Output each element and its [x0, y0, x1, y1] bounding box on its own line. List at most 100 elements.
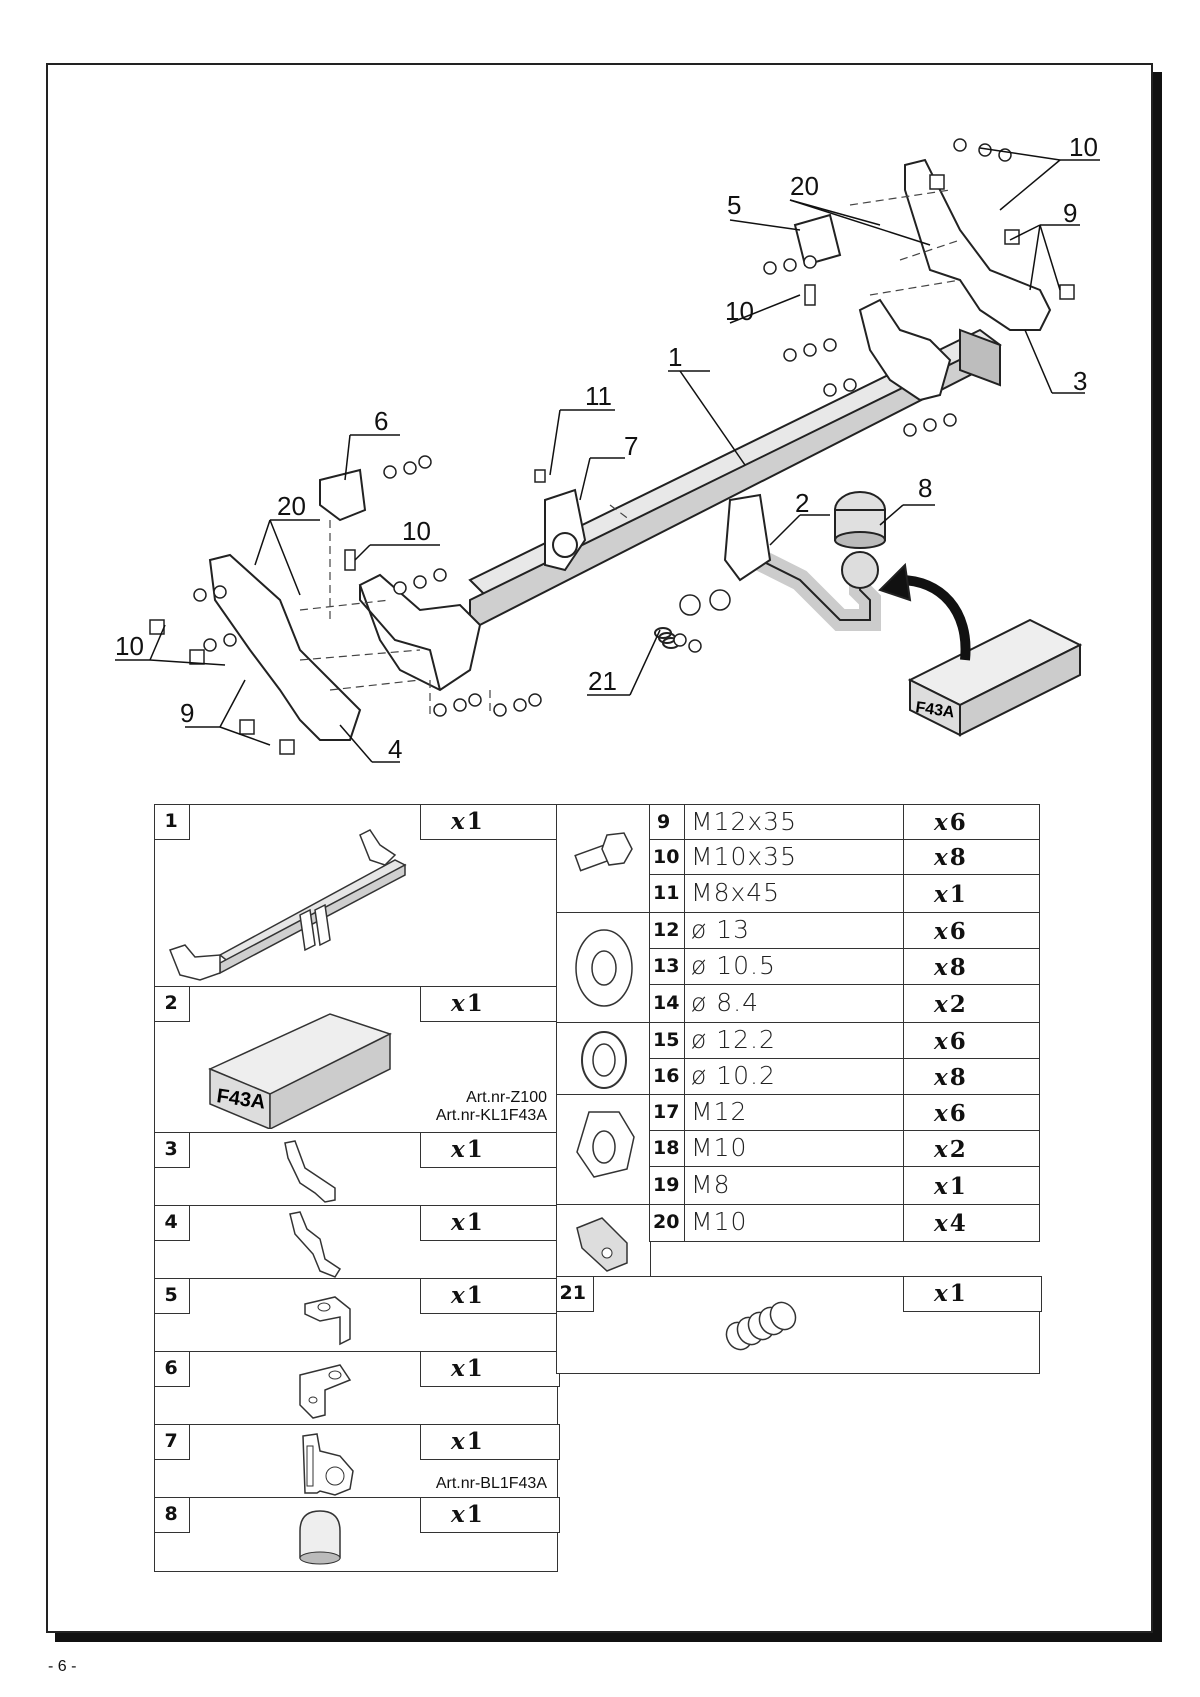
part-number: 6 — [164, 1356, 178, 1379]
callout-20-right: 20 — [790, 171, 819, 201]
qty-value: 1 — [466, 1354, 483, 1382]
qty-prefix: x — [451, 807, 465, 835]
qty-value: 8 — [949, 844, 966, 871]
callout-8: 8 — [918, 473, 932, 503]
qty-value: 1 — [466, 1427, 483, 1455]
fastener-num-cell: 16 — [649, 1058, 686, 1096]
part-row-6: 6 x1 — [153, 1350, 560, 1426]
callout-3: 3 — [1073, 366, 1087, 396]
part-number: 20 — [653, 1211, 680, 1233]
callout-10-left: 10 — [115, 631, 144, 661]
fastener-num-cell: 19 — [649, 1166, 686, 1206]
fastener-num-cell: 9 — [649, 804, 686, 841]
part-num-cell: 8 — [153, 1496, 190, 1533]
part-number: 1 — [164, 809, 178, 832]
part-row-7: 7 x1 Art.nr-BL1F43A — [153, 1423, 560, 1499]
fastener-spec: ø 10.2 — [691, 1061, 776, 1090]
callout-4: 4 — [388, 734, 402, 764]
qty-value: 1 — [466, 1281, 483, 1309]
callout-20-left: 20 — [277, 491, 306, 521]
qty-prefix: x — [934, 881, 948, 908]
qty-prefix: x — [934, 1210, 948, 1237]
kit-box-thumbnail: F43A — [208, 1013, 392, 1129]
right-bracket-thumbnail — [284, 1140, 336, 1203]
part-number: 10 — [653, 846, 680, 868]
fastener-num-cell: 10 — [649, 839, 686, 876]
tow-ball-neck — [723, 493, 881, 631]
callout-10-top-right: 10 — [1069, 132, 1098, 162]
callout-9-right: 9 — [1063, 198, 1077, 228]
fastener-num-cell: 13 — [649, 948, 686, 986]
fastener-num-cell: 15 — [649, 1022, 686, 1060]
qty-value: 6 — [949, 918, 966, 945]
part-number: 15 — [653, 1029, 680, 1051]
article-number: Art.nr-KL1F43A — [435, 1107, 547, 1124]
part-number: 17 — [653, 1101, 680, 1123]
fastener-qty-cell: x1 — [903, 874, 1040, 914]
fastener-spec-cell: ø 10.2 — [684, 1058, 905, 1096]
fastener-qty-cell: x8 — [903, 948, 1040, 986]
qty-cell: x1 — [420, 1204, 560, 1241]
fastener-num-cell: 12 — [649, 912, 686, 950]
qty-prefix: x — [934, 844, 948, 871]
qty-prefix: x — [934, 1136, 948, 1163]
qty-cell: x1 — [420, 803, 560, 840]
qty-prefix: x — [934, 918, 948, 945]
qty-value: 1 — [466, 1500, 483, 1528]
fastener-spec: M10x35 — [691, 842, 797, 871]
fastener-spec: ø 12.2 — [691, 1025, 776, 1054]
spring-icon — [725, 1301, 797, 1351]
parts-table-left: 1 x1 2 x1 F43A Art.nr-Z100 Art.nr-KL — [153, 803, 560, 1574]
fastener-spec: M10 — [691, 1133, 748, 1162]
fastener-qty-cell: x4 — [903, 1204, 1040, 1242]
qty-cell: x1 — [420, 1350, 560, 1387]
washer-illustration-cell — [556, 912, 651, 1024]
fastener-spec: ø 13 — [691, 915, 751, 944]
clip-nut-icon — [576, 1217, 628, 1272]
qty-value: 6 — [949, 1100, 966, 1127]
callout-21: 21 — [588, 666, 617, 696]
qty-prefix: x — [451, 1354, 465, 1382]
qty-prefix: x — [451, 1135, 465, 1163]
qty-prefix: x — [451, 1281, 465, 1309]
callout-10-mid: 10 — [725, 296, 754, 326]
right-side-bracket — [904, 158, 1052, 331]
fastener-spec-cell: ø 8.4 — [684, 984, 905, 1024]
fastener-spec: M8x45 — [691, 878, 781, 907]
part-number: 21 — [559, 1281, 586, 1304]
electrical-kit-box — [907, 618, 1083, 737]
part-number: 4 — [164, 1210, 178, 1233]
fastener-spec-cell: ø 12.2 — [684, 1022, 905, 1060]
part-number: 3 — [164, 1137, 178, 1160]
part-number: 8 — [164, 1502, 178, 1525]
fastener-spec: M10 — [691, 1207, 748, 1236]
washer-icon — [575, 929, 633, 1007]
qty-value: 6 — [949, 809, 966, 836]
qty-prefix: x — [934, 1279, 948, 1307]
part-number: 9 — [657, 811, 671, 833]
qty-value: 4 — [949, 1210, 966, 1237]
clip-nut-illustration-cell — [556, 1204, 651, 1278]
fastener-qty-cell: x8 — [903, 1058, 1040, 1096]
box-label: F43A — [914, 699, 956, 721]
socket-plate-thumbnail — [302, 1433, 354, 1496]
part-number: 16 — [653, 1065, 680, 1087]
qty-prefix: x — [934, 1173, 948, 1200]
fastener-qty-cell: x6 — [903, 804, 1040, 841]
part-row-4: 4 x1 — [153, 1204, 560, 1280]
fasteners — [149, 138, 1075, 755]
part-num-cell: 21 — [555, 1275, 594, 1312]
callout-2: 2 — [795, 488, 809, 518]
curved-arrow — [899, 575, 971, 661]
qty-value: 8 — [949, 1064, 966, 1091]
fastener-spec-cell: M10x35 — [684, 839, 905, 876]
fastener-qty-cell: x8 — [903, 839, 1040, 876]
spring-washer-illustration-cell — [556, 1022, 651, 1096]
part-number: 11 — [653, 882, 680, 904]
ball-cover-thumbnail — [299, 1510, 341, 1565]
fastener-spec-cell: ø 10.5 — [684, 948, 905, 986]
ball-cover-8 — [834, 491, 886, 549]
frame-shadow-right — [1153, 72, 1162, 1642]
qty-value: 1 — [466, 1135, 483, 1163]
fastener-spec: M8 — [691, 1170, 731, 1199]
